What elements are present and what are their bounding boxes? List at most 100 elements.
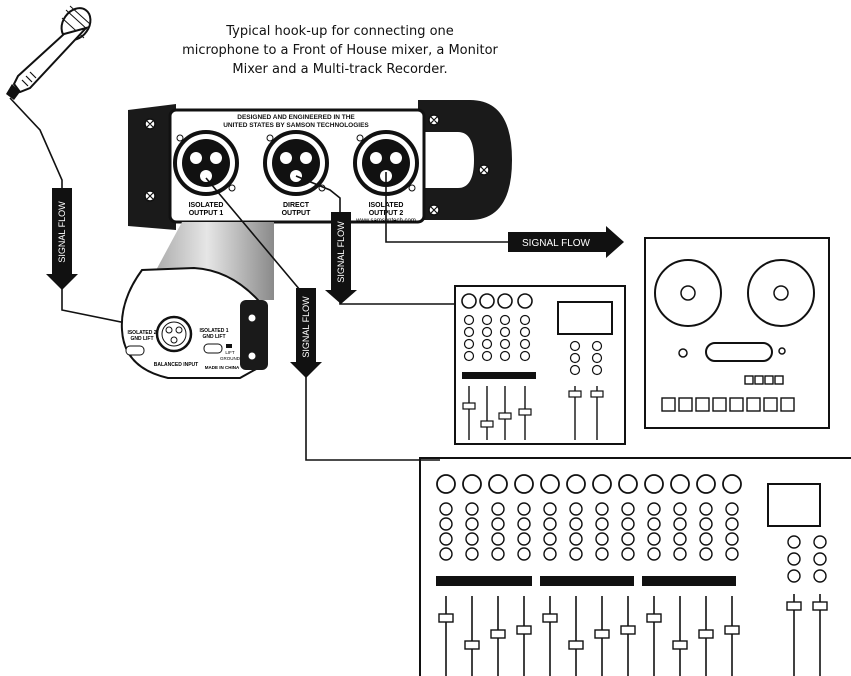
channel-gain-knob: [436, 474, 456, 494]
master-knob: [591, 340, 603, 352]
channel-gain-knob: [517, 293, 533, 309]
fader-cap: [590, 390, 604, 398]
eq-knob: [725, 517, 739, 531]
cable-to-recorder: [385, 172, 510, 243]
eq-knob: [647, 547, 661, 561]
eq-knob: [569, 502, 583, 516]
master-knob: [569, 340, 581, 352]
cable-to-monitor-mixer: [295, 175, 462, 305]
multitrack-recorder: [644, 237, 830, 429]
eq-knob: [699, 502, 713, 516]
eq-knob: [543, 502, 557, 516]
eq-knob: [465, 547, 479, 561]
fader-cap: [568, 390, 582, 398]
eq-knob: [499, 350, 511, 362]
eq-knob: [499, 314, 511, 326]
fader-cap: [480, 420, 494, 428]
master-knob: [813, 535, 827, 549]
eq-knob: [465, 502, 479, 516]
foh-mixer: [419, 457, 851, 676]
channel-gain-knob: [644, 474, 664, 494]
eq-knob: [595, 532, 609, 546]
channel-gain-knob: [461, 293, 477, 309]
fader-cap: [568, 640, 584, 650]
master-knob: [591, 364, 603, 376]
output-1-label-line-2: OUTPUT 1: [189, 210, 224, 217]
fader-cap: [786, 601, 802, 611]
eq-knob: [499, 326, 511, 338]
channel-gain-knob: [479, 293, 495, 309]
signal-flow-arrow-mic: SIGNAL FLOW: [46, 188, 78, 290]
eq-knob: [595, 517, 609, 531]
eq-knob: [463, 326, 475, 338]
master-knob: [569, 352, 581, 364]
eq-knob: [569, 547, 583, 561]
caption-line-2: microphone to a Front of House mixer, a …: [182, 43, 498, 58]
eq-knob: [569, 532, 583, 546]
fader-cap: [672, 640, 688, 650]
fader-cap: [812, 601, 828, 611]
channel-gain-knob: [462, 474, 482, 494]
eq-knob: [439, 532, 453, 546]
eq-knob: [621, 547, 635, 561]
signal-flow-arrow-direct: SIGNAL FLOW: [325, 212, 357, 304]
inset-back-panel: ISOLATED 2 GND LIFT ISOLATED 1 GND LIFT …: [120, 222, 274, 379]
eq-knob: [491, 547, 505, 561]
fader-cap: [698, 629, 714, 639]
eq-knob: [647, 532, 661, 546]
eq-knob: [481, 314, 493, 326]
eq-knob: [481, 326, 493, 338]
eq-knob: [725, 547, 739, 561]
eq-knob: [463, 338, 475, 350]
fader-cap: [464, 640, 480, 650]
eq-knob: [673, 517, 687, 531]
eq-knob: [699, 517, 713, 531]
fader-cap: [724, 625, 740, 635]
fader-cap: [542, 613, 558, 623]
master-knob: [569, 364, 581, 376]
microphone: [6, 5, 92, 100]
channel-gain-knob: [566, 474, 586, 494]
eq-knob: [543, 547, 557, 561]
channel-gain-knob: [722, 474, 742, 494]
eq-knob: [517, 532, 531, 546]
fader-cap: [518, 408, 532, 416]
eq-knob: [725, 532, 739, 546]
fader-cap: [462, 402, 476, 410]
eq-knob: [481, 350, 493, 362]
fader-cap: [438, 613, 454, 623]
signal-flow-label-recorder: SIGNAL FLOW: [522, 238, 591, 249]
channel-gain-knob: [618, 474, 638, 494]
eq-knob: [491, 502, 505, 516]
diagram-caption: Typical hook-up for connecting one micro…: [160, 22, 520, 79]
device-header-line-1: DESIGNED AND ENGINEERED IN THE: [237, 114, 355, 121]
master-knob: [787, 569, 801, 583]
eq-knob: [439, 502, 453, 516]
output-1-label-line-1: ISOLATED: [189, 202, 224, 209]
channel-gain-knob: [592, 474, 612, 494]
eq-knob: [519, 338, 531, 350]
fader-cap: [646, 613, 662, 623]
xlr-connector-isolated-output-2: [353, 130, 419, 196]
signal-flow-arrow-recorder: SIGNAL FLOW: [508, 226, 624, 258]
eq-knob: [463, 350, 475, 362]
eq-knob: [543, 517, 557, 531]
monitor-mixer: [454, 285, 626, 445]
signal-flow-arrow-foh: SIGNAL FLOW: [290, 288, 322, 378]
master-knob: [813, 552, 827, 566]
master-knob: [787, 535, 801, 549]
eq-knob: [647, 502, 661, 516]
channel-gain-knob: [497, 293, 513, 309]
direct-box-device: DESIGNED AND ENGINEERED IN THE UNITED ST…: [128, 100, 512, 230]
eq-knob: [569, 517, 583, 531]
inset-gnd-lift-left-1: ISOLATED 2: [127, 330, 156, 336]
eq-knob: [517, 517, 531, 531]
inset-gnd-lift-right-1: ISOLATED 1: [199, 328, 228, 334]
eq-knob: [519, 350, 531, 362]
master-knob: [813, 569, 827, 583]
eq-knob: [673, 502, 687, 516]
channel-gain-knob: [670, 474, 690, 494]
eq-knob: [439, 547, 453, 561]
caption-line-1: Typical hook-up for connecting one: [226, 24, 454, 39]
